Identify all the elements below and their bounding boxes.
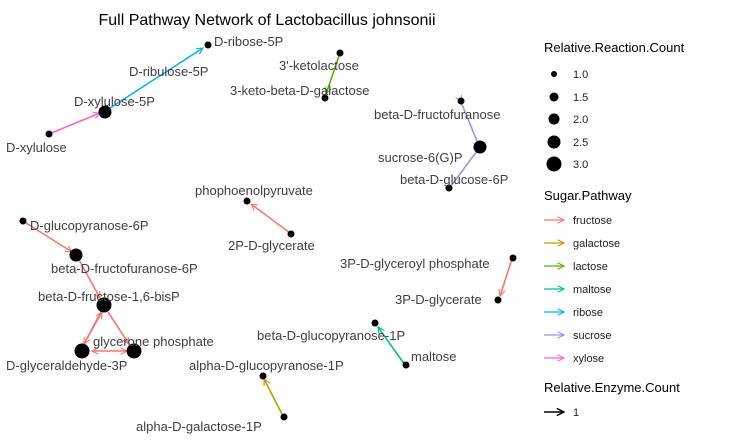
edge-fructose-glyceroyl-phosphate-to-3p-glycerate [500, 258, 513, 296]
edge-galactose-galactose-1p-to-glucopyranose-1p [263, 379, 284, 417]
edge-maltose-maltose-to-glucopyranose-1p [378, 327, 406, 366]
label-alpha-d-glucopyranose-1p: alpha-D-glucopyranose-1P [189, 358, 344, 373]
edge-fructose-glyceraldehyde-3p-to-bisp [85, 312, 103, 341]
node-phosphoenolpyruvate [243, 197, 251, 205]
node-beta-d-glucose-6p [445, 184, 453, 192]
legend-label-lactose: lactose [573, 261, 608, 273]
label-d-glyceraldehyde-3p: D-glyceraldehyde-3P [6, 358, 127, 373]
node-d-glyceraldehyde-3p [74, 343, 90, 359]
legend-size-dot [546, 156, 562, 172]
legend-label-ribose: ribose [573, 307, 603, 319]
legend-label-maltose: maltose [573, 284, 612, 296]
legend-size-dot [551, 71, 557, 77]
node-d-ribose-5p [204, 41, 212, 49]
legend-size-dot [547, 135, 561, 149]
legend-label-fructose: fructose [573, 215, 612, 227]
node-alpha-d-galactose-1p [280, 413, 288, 421]
node-beta-d-fructose-16-bisp [96, 297, 112, 313]
node-d-glucopyranose-6p [19, 217, 27, 225]
edge-lactose-ketolactose-to-keto-galactose [326, 52, 341, 94]
label-keto-beta-d-galactose: 3-keto-beta-D-galactose [230, 83, 369, 98]
label-beta-d-glucose-6p: beta-D-glucose-6P [400, 172, 508, 187]
chart-title: Full Pathway Network of Lactobacillus jo… [98, 12, 435, 29]
edge-ribose-d-xylulose-5p-to-d-ribose-5p [106, 48, 203, 111]
legend-pathway-title: Sugar.Pathway [544, 188, 632, 203]
label-maltose: maltose [411, 349, 457, 364]
node-glycerone-phosphate [126, 343, 142, 359]
legend-label-xylose: xylose [573, 353, 604, 365]
label-glycerone-phosphate: glycerone phosphate [93, 334, 214, 349]
label-sucrose-6g-p: sucrose-6(G)P [378, 150, 463, 165]
label-beta-d-glucopyranose-1p: beta-D-glucopyranose-1P [257, 328, 405, 343]
node-beta-d-fructofuranose [457, 97, 465, 105]
node-maltose [402, 361, 410, 369]
label-d-xylulose: D-xylulose [6, 140, 67, 155]
node-2p-d-glycerate [287, 230, 295, 238]
label-d-ribose-5p: D-ribose-5P [214, 34, 283, 49]
node-3p-d-glyceroyl-phosphate [509, 254, 517, 262]
node-beta-d-glucopyranose-1p [371, 319, 379, 327]
label-beta-d-fructofuranose: beta-D-fructofuranose [374, 107, 500, 122]
edge-fructose-2p-glycerate-to-pep [251, 204, 291, 234]
label-3p-d-glycerate: 3P-D-glycerate [395, 292, 482, 307]
node-labels: D-ribose-5P D-ribulose-5P D-xylulose-5P … [6, 34, 508, 434]
legend-size-label: 3.0 [573, 159, 588, 171]
node-d-xylulose-5p [98, 105, 112, 119]
label-ketolactose: 3'-ketolactose [279, 58, 359, 73]
edge-fructose-glucopyranose-6p-to-fructofuranose-6p [22, 220, 72, 253]
legend-label-enzyme: 1 [573, 407, 579, 419]
legend-pathway-items: fructose galactose lactose maltose ribos… [544, 215, 620, 365]
label-beta-d-fructose-16-bisp: beta-D-fructose-1,6-bisP [38, 289, 180, 304]
label-phosphoenolpyruvate: phophoenolpyruvate [195, 183, 313, 198]
edge-fructose-bisp-to-glycerone-phosphate [107, 311, 129, 344]
legend-size-label: 2.0 [573, 114, 588, 126]
node-alpha-d-glucopyranose-1p [259, 372, 267, 380]
edge-xylose-d-xylulose-to-d-xylulose-5p [48, 113, 100, 135]
legend-size-dot [548, 113, 560, 125]
node-sucrose-6g-p [473, 140, 487, 154]
label-2p-d-glycerate: 2P-D-glycerate [228, 238, 315, 253]
edges [22, 48, 513, 417]
legend-label-sucrose: sucrose [573, 330, 612, 342]
legend-size-dot [549, 92, 559, 102]
nodes [19, 41, 517, 421]
node-keto-beta-d-galactose [321, 94, 329, 102]
edge-fructose-fructofuranose-6p-to-bisp [77, 257, 101, 298]
label-d-xylulose-5p: D-xylulose-5P [74, 94, 155, 109]
legend-size-items: 1.0 1.5 2.0 2.5 3.0 [546, 69, 588, 172]
legend-label-galactose: galactose [573, 238, 620, 250]
edge-sucrose-sucrose-6gp-to-glucose-6p [450, 146, 481, 187]
legend-size-label: 2.5 [573, 137, 588, 149]
label-3p-d-glyceroyl-phosphate: 3P-D-glyceroyl phosphate [340, 256, 490, 271]
label-d-ribulose-5p: D-ribulose-5P [129, 64, 208, 79]
label-alpha-d-galactose-1p: alpha-D-galactose-1P [136, 419, 262, 434]
legend: Relative.Reaction.Count 1.0 1.5 2.0 2.5 … [544, 40, 685, 419]
legend-size-label: 1.5 [573, 92, 588, 104]
legend-size-title: Relative.Reaction.Count [544, 40, 685, 55]
label-beta-d-fructofuranose-6p: beta-D-fructofuranose-6P [51, 261, 198, 276]
node-beta-d-fructofuranose-6p [69, 248, 83, 262]
legend-size-label: 1.0 [573, 69, 588, 81]
node-d-xylulose [45, 130, 53, 138]
legend-enzyme-title: Relative.Enzyme.Count [544, 380, 680, 395]
label-d-glucopyranose-6p: D-glucopyranose-6P [30, 218, 149, 233]
node-3p-d-glycerate [494, 296, 502, 304]
node-ketolactose [336, 49, 344, 57]
edge-sucrose-fructofuranose-to-sucrose-6gp [461, 102, 478, 142]
